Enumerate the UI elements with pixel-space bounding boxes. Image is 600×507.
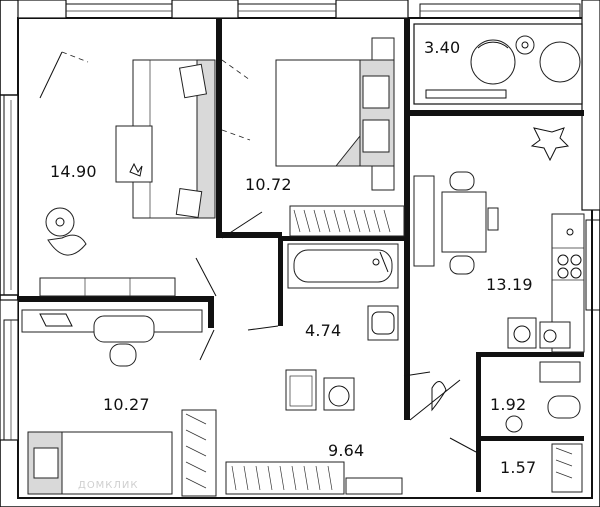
area-bedroom: 10.72 — [245, 175, 292, 194]
area-toilet: 1.92 — [490, 395, 527, 414]
living-room-furniture — [39, 51, 251, 297]
kitchen-furniture — [413, 127, 585, 353]
kids-room-furniture — [21, 309, 217, 497]
area-storage: 1.57 — [500, 458, 537, 477]
area-hallway: 9.64 — [328, 441, 365, 460]
area-bathroom: 4.74 — [305, 321, 342, 340]
area-living-room: 14.90 — [50, 162, 97, 181]
toilet-storage-fixtures — [505, 361, 583, 493]
doors — [195, 211, 477, 453]
area-kids-room: 10.27 — [103, 395, 150, 414]
bathroom-fixtures — [285, 243, 399, 411]
watermark: ДОМКЛИК — [78, 480, 139, 491]
area-kitchen: 13.19 — [486, 275, 533, 294]
balcony — [413, 23, 583, 105]
windows — [3, 3, 600, 441]
bedroom-furniture — [275, 37, 405, 237]
interior-walls — [18, 18, 584, 492]
area-balcony: 3.40 — [424, 38, 461, 57]
hallway-furniture — [225, 381, 447, 495]
